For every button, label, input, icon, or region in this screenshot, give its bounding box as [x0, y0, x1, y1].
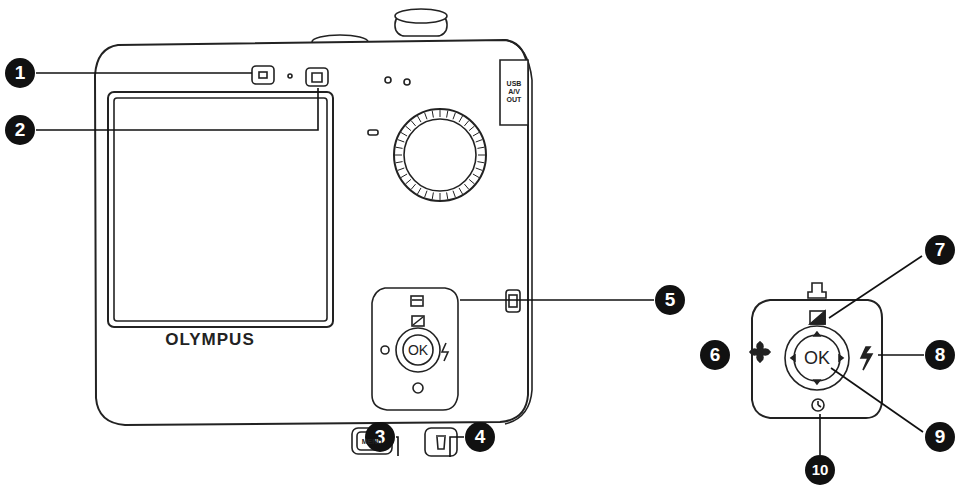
callout-number: 5: [655, 285, 685, 315]
callout-number: 8: [925, 340, 955, 370]
callout-number: 6: [700, 340, 730, 370]
callout-number: 7: [925, 235, 955, 265]
port-label: USB A/V OUT: [503, 80, 525, 104]
callout-number: 10: [805, 455, 835, 485]
callout-number: 1: [5, 58, 35, 88]
callout-number: 9: [925, 422, 955, 452]
callout-number: 4: [465, 422, 495, 452]
callout-number: 2: [5, 115, 35, 145]
brand-name: OLYMPUS: [165, 330, 255, 350]
button-label: OK: [408, 342, 428, 358]
button-label: OK: [804, 348, 830, 369]
button-label: MENU: [362, 438, 383, 445]
callout-number: 3: [365, 422, 395, 452]
